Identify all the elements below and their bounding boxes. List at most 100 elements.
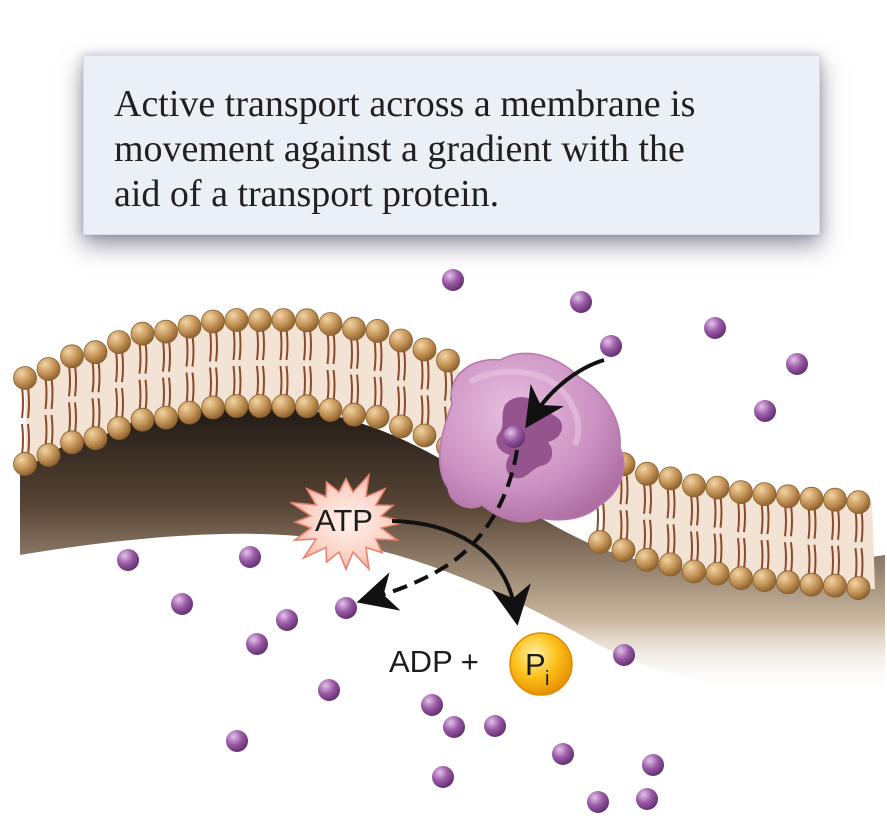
lipid-tail	[650, 483, 651, 514]
lipid-tail	[93, 361, 94, 392]
molecule	[226, 730, 248, 752]
lipid-tail	[785, 542, 786, 573]
phospholipid-head	[202, 396, 225, 419]
molecule	[318, 679, 340, 701]
phospholipid-head	[659, 467, 682, 490]
lipid-tail	[304, 366, 305, 397]
lipid-tail	[744, 538, 745, 569]
lipid-tail	[762, 540, 763, 571]
lipid-tail	[404, 349, 405, 380]
molecule	[276, 609, 298, 631]
phospholipid-head	[296, 309, 319, 332]
molecule	[335, 597, 357, 619]
phospholipid-head	[108, 417, 131, 440]
lipid-tail	[357, 375, 358, 406]
lipid-tail	[28, 424, 29, 455]
lipid-tail	[257, 329, 258, 360]
lipid-tail	[234, 366, 235, 397]
lipid-tail	[832, 546, 833, 577]
lipid-tail	[644, 483, 645, 514]
molecule	[432, 766, 454, 788]
lipid-tail	[93, 398, 94, 429]
lipid-tail	[99, 361, 100, 392]
lipid-tail	[263, 366, 264, 397]
lipid-tail	[762, 503, 763, 534]
lipid-tail	[428, 359, 429, 390]
lipid-tail	[398, 386, 399, 417]
molecule	[246, 633, 268, 655]
lipid-tail	[650, 520, 651, 551]
lipid-tail	[768, 503, 769, 534]
phospholipid-head	[14, 367, 37, 390]
molecule	[171, 593, 193, 615]
phospholipid-head	[272, 395, 295, 418]
lipid-tail	[210, 368, 211, 399]
molecule	[117, 549, 139, 571]
lipid-tail	[832, 509, 833, 540]
lipid-tail	[674, 524, 675, 555]
phospholipid-head	[178, 401, 201, 424]
lipid-tail	[169, 341, 170, 372]
phospholipid-head	[824, 488, 847, 511]
lipid-tail	[75, 402, 76, 433]
molecule	[587, 791, 609, 813]
lipid-tail	[75, 365, 76, 396]
lipid-tail	[52, 415, 53, 446]
lipid-tail	[381, 340, 382, 371]
phospholipid-head	[61, 345, 84, 368]
lipid-tail	[351, 375, 352, 406]
phospholipid-head	[84, 341, 107, 364]
phospholipid-head	[37, 444, 60, 467]
lipid-tail	[140, 380, 141, 411]
phospholipid-head	[777, 571, 800, 594]
lipid-tail	[263, 329, 264, 360]
lipid-tail	[169, 378, 170, 409]
phospholipid-head	[683, 474, 706, 497]
lipid-tail	[52, 378, 53, 409]
lipid-tail	[310, 366, 311, 397]
lipid-tail	[69, 402, 70, 433]
lipid-tail	[210, 331, 211, 362]
lipid-tail	[715, 497, 716, 528]
phospholipid-head	[437, 349, 460, 372]
lipid-tail	[328, 370, 329, 401]
lipid-tail	[281, 329, 282, 360]
phospholipid-head	[659, 553, 682, 576]
lipid-tail	[838, 546, 839, 577]
lipid-tail	[809, 545, 810, 576]
adp-plus-label: ADP +	[389, 644, 479, 679]
lipid-tail	[691, 495, 692, 526]
lipid-tail	[334, 333, 335, 364]
lipid-tail	[22, 424, 23, 455]
phospholipid-head	[800, 487, 823, 510]
lipid-tail	[644, 520, 645, 551]
lipid-tail	[715, 534, 716, 565]
lipid-tail	[381, 377, 382, 408]
lipid-tail	[721, 497, 722, 528]
lipid-tail	[46, 378, 47, 409]
phospholipid-head	[847, 491, 870, 514]
lipid-tail	[257, 366, 258, 397]
phospholipid-head	[131, 322, 154, 345]
molecule	[754, 400, 776, 422]
phospholipid-head	[155, 320, 178, 343]
lipid-tail	[163, 378, 164, 409]
lipid-tail	[445, 370, 446, 401]
phospholipid-head	[753, 569, 776, 592]
transport-protein	[440, 353, 624, 521]
lipid-tail	[328, 333, 329, 364]
lipid-tail	[838, 509, 839, 540]
molecule-in-protein	[503, 426, 525, 448]
phospholipid-head	[131, 408, 154, 431]
phospholipid-head	[390, 329, 413, 352]
phospholipid-head	[155, 406, 178, 429]
phospholipid-head	[366, 319, 389, 342]
molecule	[239, 546, 261, 568]
lipid-tail	[721, 534, 722, 565]
lipid-tail	[22, 387, 23, 418]
lipid-tail	[375, 340, 376, 371]
lipid-tail	[428, 396, 429, 427]
phospholipid-head	[847, 577, 870, 600]
lipid-tail	[46, 415, 47, 446]
